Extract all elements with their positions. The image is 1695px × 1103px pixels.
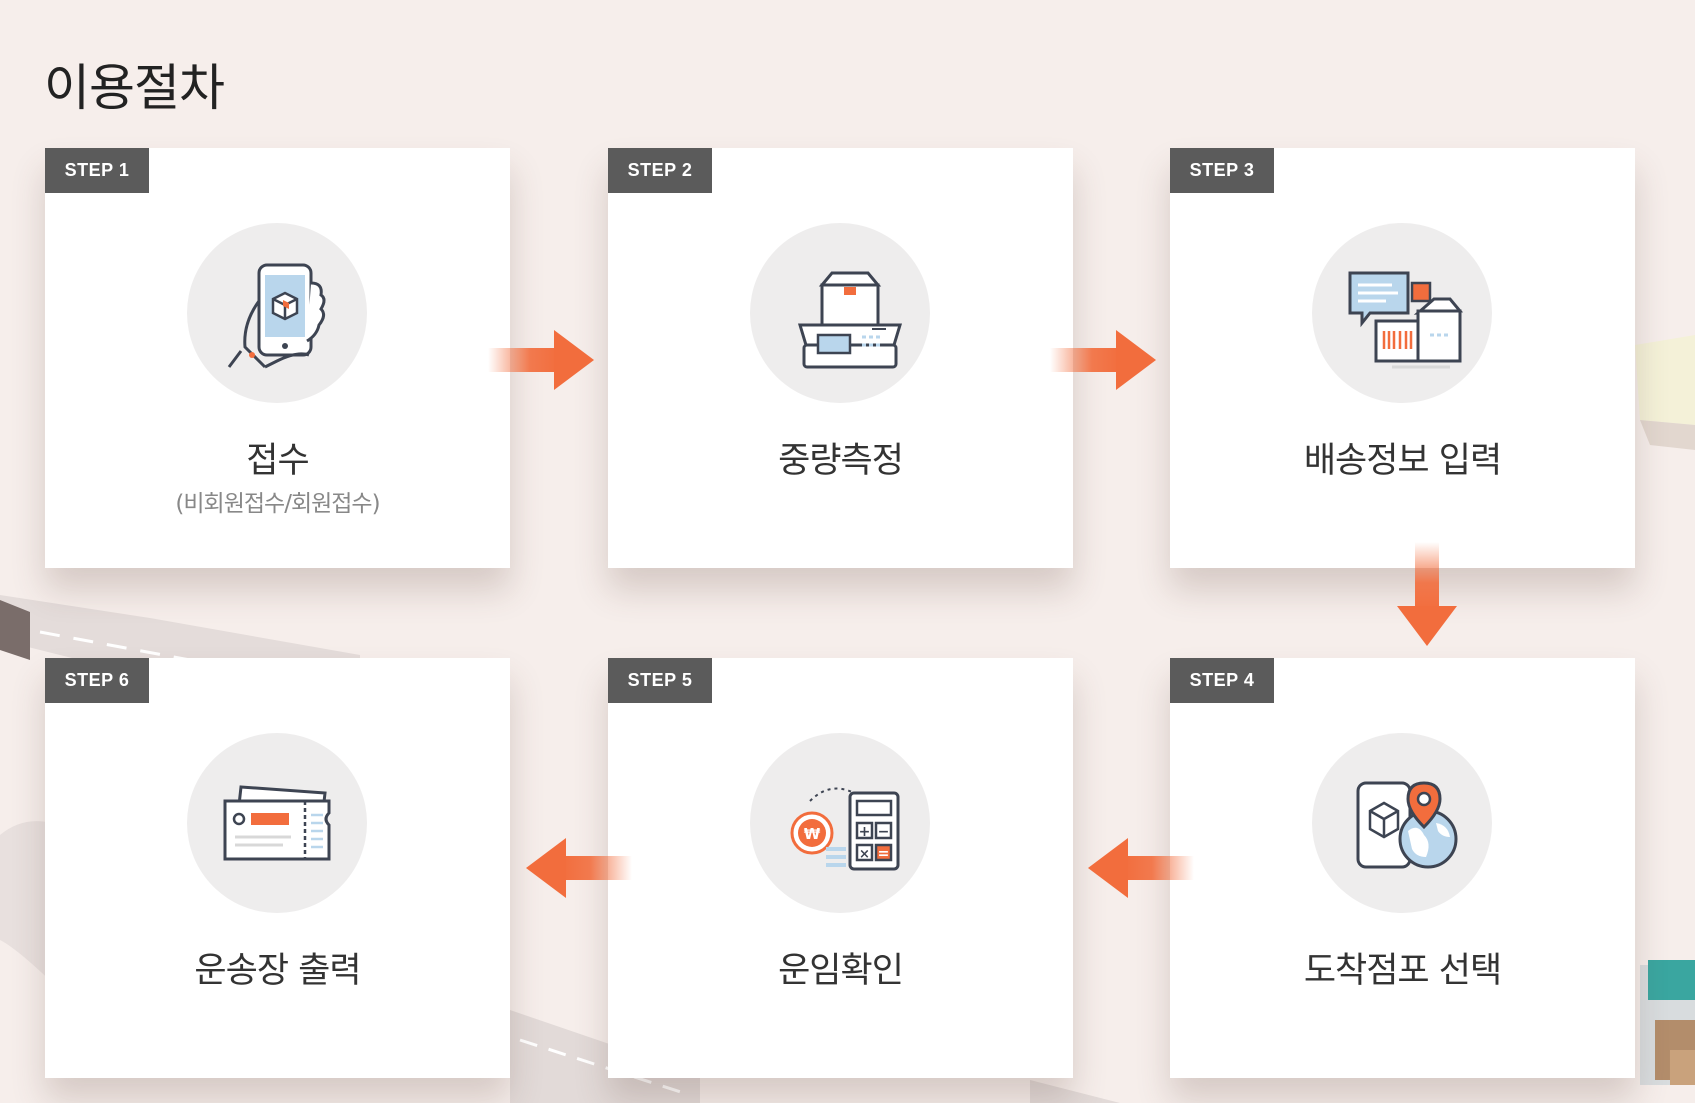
step-icon-wrap	[187, 223, 367, 403]
svg-text:₩: ₩	[804, 825, 821, 843]
arrow-right-icon	[1050, 330, 1156, 390]
step-badge: STEP 6	[45, 658, 149, 703]
waybill-ticket-icon	[223, 785, 331, 861]
step-icon-wrap	[1312, 223, 1492, 403]
step-card-4: STEP 4 도착점포 선택	[1170, 658, 1635, 1078]
step-icon-wrap: ₩ + − × =	[750, 733, 930, 913]
svg-text:+: +	[859, 824, 871, 840]
step-icon-wrap	[1312, 733, 1492, 913]
step-label: 접수	[246, 441, 309, 481]
page-title: 이용절차	[44, 59, 225, 117]
step-icon-wrap	[750, 223, 930, 403]
arrow-right-icon	[488, 330, 594, 390]
shipping-info-icon	[1348, 271, 1464, 369]
step-badge: STEP 2	[608, 148, 712, 193]
step-card-2: STEP 2 중량측정	[608, 148, 1073, 568]
svg-text:=: =	[878, 846, 890, 862]
scale-icon	[797, 271, 903, 369]
step-label: 운송장 출력	[194, 951, 361, 991]
step-badge: STEP 1	[45, 148, 149, 193]
calculator-coin-icon: ₩ + − × =	[790, 787, 900, 871]
step-badge: STEP 5	[608, 658, 712, 703]
step-label: 배송정보 입력	[1303, 441, 1502, 481]
step-card-1: STEP 1 접수 (비회원접수/회원접수)	[45, 148, 510, 568]
location-globe-icon	[1356, 781, 1458, 869]
step-badge: STEP 3	[1170, 148, 1274, 193]
step-card-5: STEP 5 ₩ + − × = 운임확인	[608, 658, 1073, 1078]
step-card-3: STEP 3 배송정보 입력	[1170, 148, 1635, 568]
step-card-6: STEP 6 운송장 출력	[45, 658, 510, 1078]
arrow-left-icon	[1088, 838, 1194, 898]
svg-text:×: ×	[859, 847, 870, 862]
step-sublabel: (비회원접수/회원접수)	[175, 491, 380, 517]
step-icon-wrap	[187, 733, 367, 913]
arrow-left-icon	[526, 838, 632, 898]
step-label: 운임확인	[778, 951, 904, 991]
step-label: 도착점포 선택	[1303, 951, 1502, 991]
step-label: 중량측정	[778, 441, 904, 481]
step-badge: STEP 4	[1170, 658, 1274, 703]
phone-parcel-icon	[227, 263, 326, 369]
arrow-down-icon	[1397, 542, 1457, 646]
svg-text:−: −	[878, 824, 890, 840]
